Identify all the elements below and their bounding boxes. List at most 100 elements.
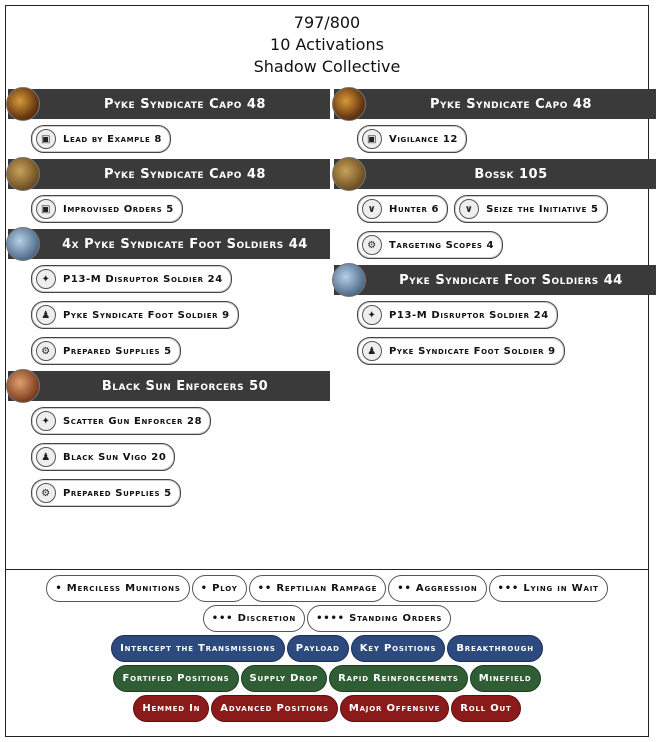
upgrade-label: Pyke Syndicate Foot Soldier 9 — [63, 309, 230, 321]
list-header: 797/800 10 Activations Shadow Collective — [6, 6, 648, 84]
unit-portrait — [6, 87, 40, 121]
upgrade-label: Seize the Initiative 5 — [486, 203, 599, 215]
upgrade-row: ✦ P13-M Disruptor Soldier 24 — [357, 301, 654, 329]
deployment-card: Fortified Positions — [113, 665, 239, 692]
upgrade-pill: ∨ Hunter 6 — [357, 195, 449, 223]
upgrade-label: Targeting Scopes 4 — [389, 239, 495, 251]
upgrade-label: P13-M Disruptor Soldier 24 — [389, 309, 549, 321]
deployment-card: Rapid Reinforcements — [329, 665, 468, 692]
right-unit-0: Pyke Syndicate Capo 48 ▣ Vigilance 12 — [332, 87, 656, 159]
unit-name: 4x Pyke Syndicate Foot Soldiers 44 — [8, 229, 330, 259]
right-unit-1: Bossk 105 ∨ Hunter 6 ∨ Seize the Initiative … — [332, 157, 656, 265]
upgrade-row: ♟ Pyke Syndicate Foot Soldier 9 — [31, 301, 328, 329]
upgrade-label: Prepared Supplies 5 — [63, 345, 172, 357]
upgrade-label: Scatter Gun Enforcer 28 — [63, 415, 203, 427]
unit-name: Black Sun Enforcers 50 — [8, 371, 330, 401]
condition-card: Roll Out — [451, 695, 521, 722]
command-icon: ▣ — [36, 199, 56, 219]
battle-cards-section: • Merciless Munitions• Ploy•• Reptilian … — [6, 575, 648, 725]
upgrade-row: ⚙Prepared Supplies 5 — [31, 479, 328, 507]
upgrade-row: ✦ Scatter Gun Enforcer 28 — [31, 407, 328, 435]
upgrade-row: ▣ Vigilance 12 — [357, 125, 654, 153]
upgrade-list: ✦ P13-M Disruptor Soldier 24 ♟ Pyke Syndica… — [6, 259, 328, 371]
upgrade-pill: ⚙Prepared Supplies 5 — [31, 337, 181, 365]
personnel-icon: ♟ — [36, 305, 56, 325]
unit-portrait — [6, 369, 40, 403]
gear-icon: ⚙ — [362, 235, 382, 255]
right-unit-column: Pyke Syndicate Capo 48 ▣ Vigilance 12 Bossk… — [332, 87, 656, 371]
upgrade-label: Hunter 6 — [389, 203, 440, 215]
deployment-card: Minefield — [469, 665, 541, 692]
upgrade-label: Lead by Example 8 — [63, 133, 162, 145]
activation-count: 10 Activations — [270, 35, 384, 54]
unit-portrait — [6, 227, 40, 261]
upgrade-row: ⚙ Targeting Scopes 4 — [357, 231, 654, 259]
personnel-icon: ♟ — [362, 341, 382, 361]
command-card: •• Reptilian Rampage — [248, 575, 387, 602]
upgrade-pill: ♟ Pyke Syndicate Foot Soldier 9 — [357, 337, 565, 365]
objective-card: Payload — [286, 635, 349, 662]
command-card: • Ploy — [191, 575, 247, 602]
upgrade-pill: ⚙ Targeting Scopes 4 — [357, 231, 504, 259]
left-unit-2: 4x Pyke Syndicate Foot Soldiers 44 ✦ P13-M… — [6, 227, 330, 371]
upgrade-list: ✦ Scatter Gun Enforcer 28 ♟Black Sun Vigo … — [6, 401, 328, 513]
command-card-row: • Merciless Munitions• Ploy•• Reptilian … — [6, 575, 648, 602]
upgrade-list: ▣ Improvised Orders 5 — [6, 189, 328, 229]
command-card: • Merciless Munitions — [46, 575, 190, 602]
upgrade-row: ▣ Improvised Orders 5 — [31, 195, 328, 223]
upgrade-pill: ⚙Prepared Supplies 5 — [31, 479, 181, 507]
points-total: 797/800 — [293, 13, 361, 32]
command-icon: ▣ — [362, 129, 382, 149]
upgrade-list: ∨ Hunter 6 ∨ Seize the Initiative 5 ⚙ Targeti… — [332, 189, 654, 265]
unit-name: Pyke Syndicate Capo 48 — [8, 89, 330, 119]
command-card: ••• Lying in Wait — [488, 575, 608, 602]
left-unit-3: Black Sun Enforcers 50 ✦ Scatter Gun Enfor… — [6, 369, 330, 513]
training-icon: ∨ — [459, 199, 480, 219]
upgrade-list: ✦ P13-M Disruptor Soldier 24 ♟ Pyke Syndica… — [332, 295, 654, 371]
command-icon: ▣ — [36, 129, 56, 149]
objective-card: Key Positions — [350, 635, 446, 662]
heavy-weapon-icon: ✦ — [362, 305, 382, 325]
training-icon: ∨ — [362, 199, 382, 219]
unit-portrait — [332, 157, 366, 191]
upgrade-pill: ✦ Scatter Gun Enforcer 28 — [31, 407, 212, 435]
upgrade-row: ♟ Pyke Syndicate Foot Soldier 9 — [357, 337, 654, 365]
section-divider — [6, 569, 648, 570]
upgrade-pill: ✦ P13-M Disruptor Soldier 24 — [31, 265, 232, 293]
personnel-icon: ♟ — [36, 447, 56, 467]
heavy-weapon-icon: ✦ — [36, 411, 56, 431]
objective-card: Breakthrough — [447, 635, 543, 662]
upgrade-pill: ♟Black Sun Vigo 20 — [31, 443, 176, 471]
upgrade-pill: ▣ Vigilance 12 — [357, 125, 467, 153]
condition-card: Advanced Positions — [211, 695, 338, 722]
upgrade-label: P13-M Disruptor Soldier 24 — [63, 273, 223, 285]
unit-portrait — [332, 87, 366, 121]
upgrade-row: ▣ Lead by Example 8 — [31, 125, 328, 153]
heavy-weapon-icon: ✦ — [36, 269, 56, 289]
upgrade-pill: ♟ Pyke Syndicate Foot Soldier 9 — [31, 301, 239, 329]
upgrade-label: Improvised Orders 5 — [63, 203, 174, 215]
upgrade-row: ⚙Prepared Supplies 5 — [31, 337, 328, 365]
condition-card: Major Offensive — [339, 695, 450, 722]
command-cards: • Merciless Munitions• Ploy•• Reptilian … — [6, 575, 648, 632]
upgrade-pill: ✦ P13-M Disruptor Soldier 24 — [357, 301, 558, 329]
upgrade-row: ♟Black Sun Vigo 20 — [31, 443, 328, 471]
condition-card: Hemmed In — [133, 695, 210, 722]
faction-name: Shadow Collective — [253, 57, 401, 76]
upgrade-list: ▣ Vigilance 12 — [332, 119, 654, 159]
units-section: Pyke Syndicate Capo 48 ▣ Lead by Example 8… — [6, 87, 656, 567]
command-card-row: ••• Discretion•••• Standing Orders — [6, 605, 648, 632]
unit-portrait — [6, 157, 40, 191]
upgrade-label: Pyke Syndicate Foot Soldier 9 — [389, 345, 556, 357]
upgrade-label: Vigilance 12 — [389, 133, 458, 145]
left-unit-1: Pyke Syndicate Capo 48▣Improvised Orders… — [6, 157, 330, 229]
unit-name: Pyke Syndicate Capo 48 — [334, 89, 656, 119]
gear-icon: ⚙ — [36, 483, 56, 503]
unit-name: Bossk 105 — [334, 159, 656, 189]
command-card: •• Aggression — [388, 575, 487, 602]
left-unit-0: Pyke Syndicate Capo 48 ▣ Lead by Example 8 — [6, 87, 330, 159]
unit-portrait — [332, 263, 366, 297]
